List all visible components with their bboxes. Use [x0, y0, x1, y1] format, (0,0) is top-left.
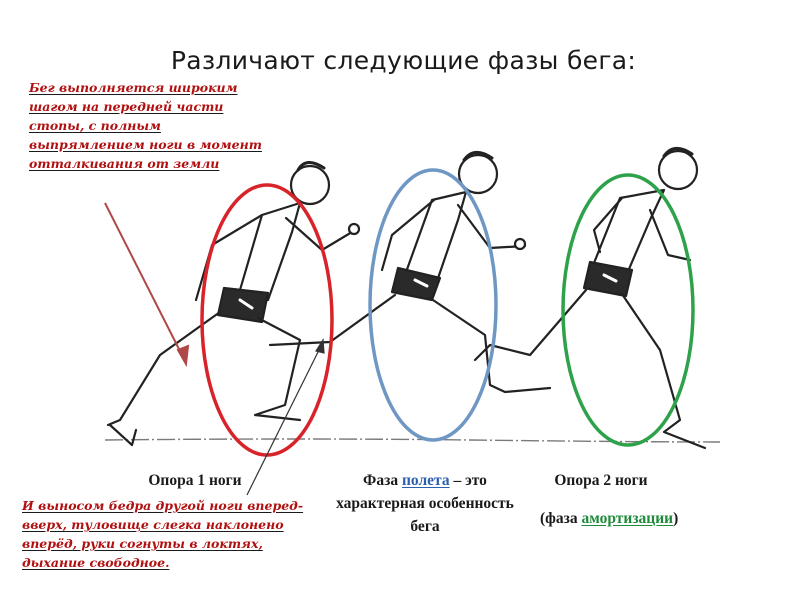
diagram-title: Различают следующие фазы бега:	[170, 46, 637, 75]
ground-line	[104, 438, 721, 443]
bottom-note-arrow	[246, 338, 325, 496]
amort-keyword: амортизации	[581, 510, 674, 527]
flight-suffix: – это характерная особенность бега	[336, 472, 514, 535]
support-one-label: Опора 1 ноги	[148, 472, 242, 489]
flight-keyword: полета	[401, 472, 450, 489]
amort-prefix: (фаза	[540, 510, 582, 527]
technique-note-top: Бег выполняется широким шагом на передне…	[29, 80, 262, 171]
flight-prefix: Фаза	[363, 472, 402, 489]
technique-note-bottom: И выносом бедра другой ноги вперед-вверх…	[22, 498, 304, 570]
amort-suffix: )	[673, 510, 679, 527]
flight-phase-label: Фаза полета – это характерная особенност…	[330, 469, 520, 538]
top-note-arrow	[104, 202, 190, 368]
support-two-ellipse	[561, 173, 695, 447]
flight-phase-ellipse	[368, 168, 498, 442]
support-two-label: Опора 2 ноги	[554, 472, 648, 489]
runner-1-figure	[106, 161, 361, 447]
amortization-label: (фаза амортизации)	[540, 507, 740, 530]
runner-3-figure	[473, 147, 707, 450]
runner-2-figure	[268, 151, 552, 394]
